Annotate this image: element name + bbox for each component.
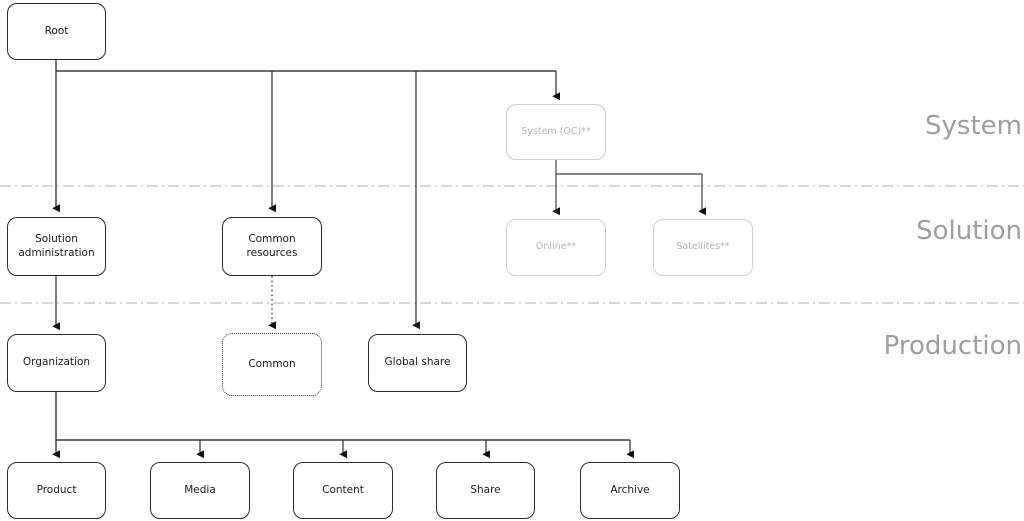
- node-share-label: Share: [470, 483, 501, 496]
- edge-organization-bus: [55, 392, 630, 441]
- node-archive[interactable]: Archive: [580, 462, 680, 519]
- node-solution-administration[interactable]: Solution administration: [7, 217, 106, 276]
- band-label-system: System: [925, 111, 1022, 141]
- node-online[interactable]: Online**: [506, 219, 606, 276]
- band-label-solution: Solution: [916, 216, 1022, 246]
- node-content-label: Content: [322, 483, 364, 496]
- node-solution-administration-label: Solution administration: [18, 233, 95, 259]
- node-system-oc-label: System (OC)**: [521, 125, 591, 137]
- node-media-label: Media: [184, 483, 216, 496]
- node-media[interactable]: Media: [150, 462, 250, 519]
- node-archive-label: Archive: [610, 483, 650, 496]
- node-global-share-label: Global share: [384, 356, 451, 369]
- node-common-resources[interactable]: Common resources: [222, 217, 322, 276]
- node-share[interactable]: Share: [436, 462, 535, 519]
- node-global-share[interactable]: Global share: [368, 334, 467, 392]
- node-organization[interactable]: Organization: [7, 334, 106, 392]
- node-common-label: Common: [248, 357, 296, 370]
- node-satellites[interactable]: Satellites**: [653, 219, 753, 276]
- node-common[interactable]: Common: [222, 333, 322, 396]
- edge-system-oc-bus: [555, 160, 702, 175]
- node-common-resources-label: Common resources: [246, 233, 298, 259]
- node-system-oc[interactable]: System (OC)**: [506, 104, 606, 160]
- node-organization-label: Organization: [22, 356, 91, 369]
- node-product[interactable]: Product: [7, 462, 106, 519]
- node-product-label: Product: [36, 483, 77, 496]
- edge-root-bus: [55, 60, 556, 72]
- node-content[interactable]: Content: [293, 462, 393, 519]
- node-root[interactable]: Root: [7, 3, 106, 60]
- node-satellites-label: Satellites**: [676, 241, 730, 253]
- node-root-label: Root: [44, 24, 69, 37]
- node-online-label: Online**: [535, 241, 577, 253]
- band-label-production: Production: [883, 331, 1022, 361]
